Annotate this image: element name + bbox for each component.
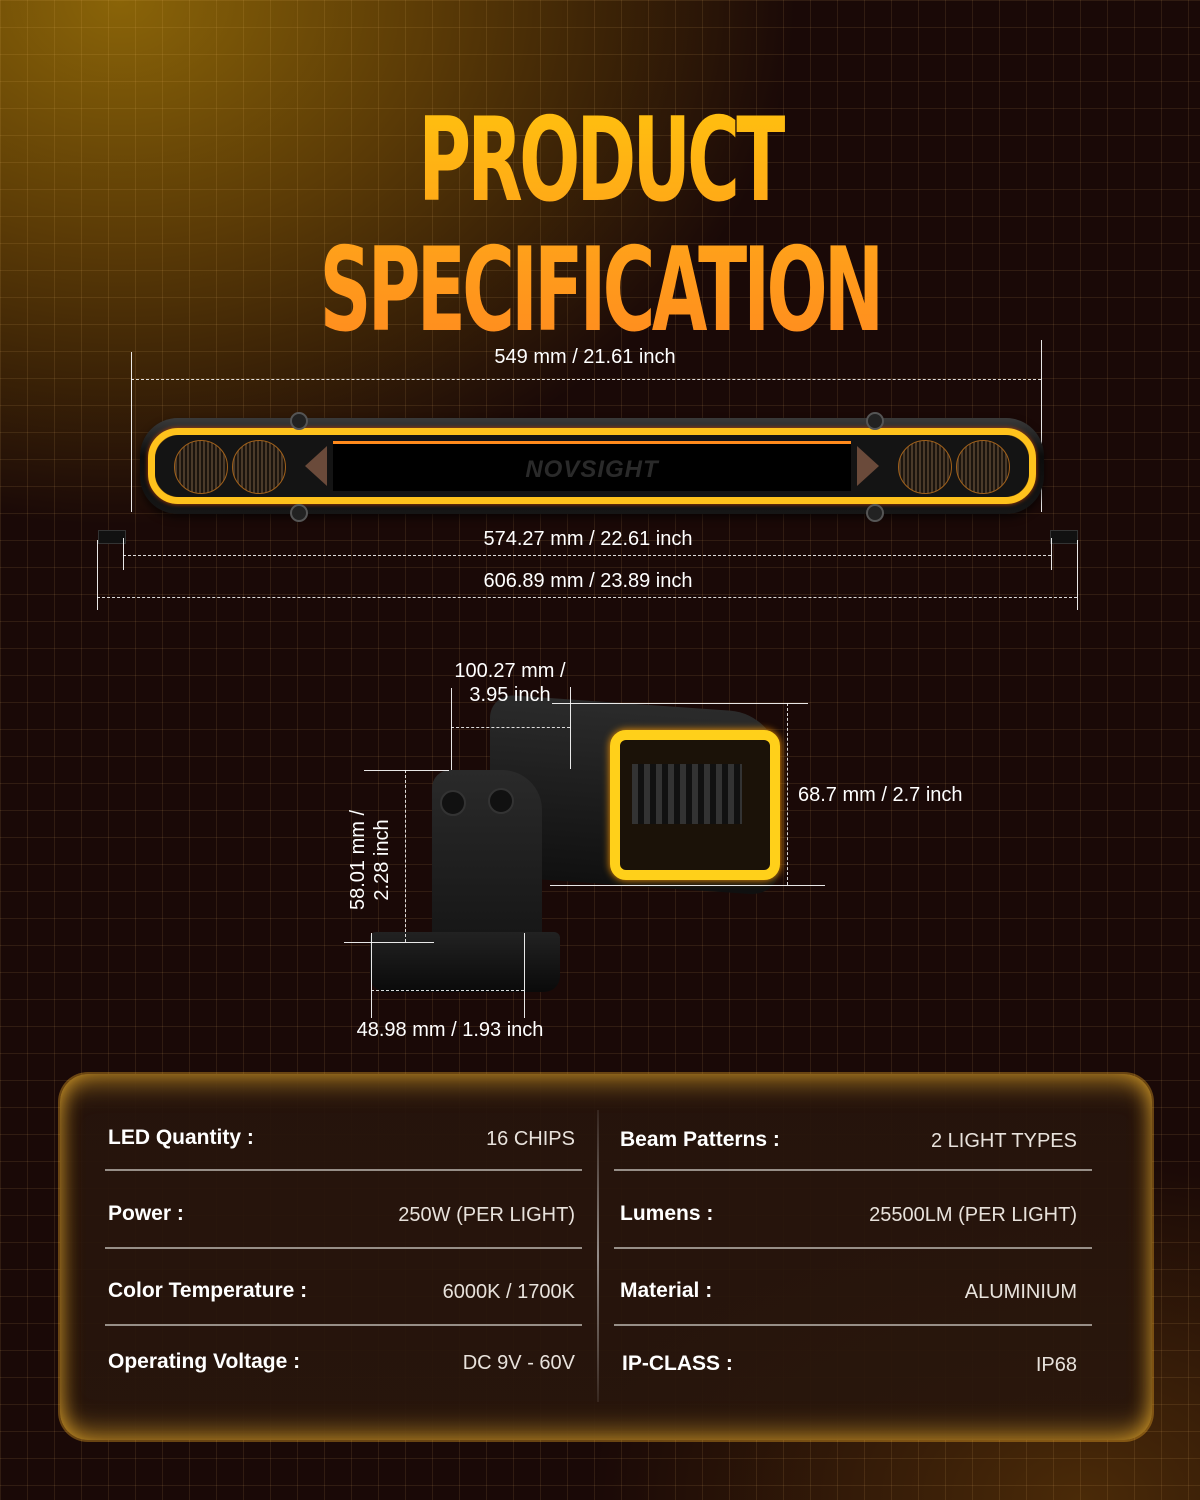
dim-line — [97, 597, 1077, 598]
brand-logo: NOVSIGHT — [525, 456, 659, 483]
dim-face-height: 68.7 mm / 2.7 inch — [798, 784, 963, 806]
dim-depth-line1: 100.27 mm / — [454, 660, 566, 682]
dim-overall-width: 606.89 mm / 23.89 inch — [483, 570, 693, 592]
spec-row: Power : 250W (PER LIGHT) — [108, 1202, 575, 1278]
dim-line — [123, 555, 1051, 556]
dim-line — [405, 770, 406, 942]
dim-line — [451, 727, 570, 728]
dim-guide — [550, 885, 825, 886]
divider — [614, 1169, 1092, 1171]
spec-panel — [60, 1074, 1152, 1440]
dim-base-width: 48.98 mm / 1.93 inch — [356, 1019, 544, 1041]
dim-guide — [451, 688, 452, 770]
dim-bracket-height-line2: 2.28 inch — [371, 819, 393, 901]
dim-bracket-height-line1: 58.01 mm / — [347, 809, 369, 911]
spec-label: Material : — [620, 1279, 713, 1302]
dim-line — [371, 990, 524, 991]
spec-row: Beam Patterns : 2 LIGHT TYPES — [620, 1128, 1077, 1204]
column-divider — [597, 1110, 599, 1402]
dim-mount-width: 574.27 mm / 22.61 inch — [483, 528, 693, 550]
spec-label: Power : — [108, 1202, 184, 1225]
page-title: PRODUCT SPECIFICATION — [228, 96, 972, 356]
divider — [105, 1169, 582, 1171]
dim-line — [787, 703, 788, 885]
dim-guide — [131, 352, 132, 512]
dim-depth-line2: 3.95 inch — [469, 684, 551, 706]
divider — [614, 1247, 1092, 1249]
spec-value: 25500LM (PER LIGHT) — [869, 1204, 1077, 1226]
divider — [614, 1324, 1092, 1326]
spec-label: Color Temperature : — [108, 1279, 308, 1302]
spec-row: Operating Voltage : DC 9V - 60V — [108, 1350, 575, 1426]
spec-value: 6000K / 1700K — [442, 1281, 575, 1303]
divider — [105, 1247, 582, 1249]
spec-label: LED Quantity : — [108, 1126, 254, 1149]
light-bar-image: NOVSIGHT — [140, 412, 1044, 522]
spec-value: IP68 — [1035, 1354, 1077, 1376]
dim-guide — [97, 540, 98, 610]
spec-label: IP-CLASS : — [622, 1352, 733, 1375]
spec-value: 2 LIGHT TYPES — [931, 1130, 1077, 1152]
dim-guide — [552, 703, 808, 704]
spec-value: DC 9V - 60V — [462, 1352, 575, 1374]
dim-body-width: 549 mm / 21.61 inch — [494, 346, 676, 368]
dim-guide — [570, 687, 571, 769]
spec-row: Material : ALUMINIUM — [620, 1279, 1077, 1355]
dim-guide — [1077, 540, 1078, 610]
spec-value: 250W (PER LIGHT) — [398, 1204, 575, 1226]
spec-label: Beam Patterns : — [620, 1128, 780, 1151]
dim-guide — [364, 770, 449, 771]
dim-guide — [123, 538, 124, 570]
spec-row: IP-CLASS : IP68 — [622, 1352, 1077, 1428]
spec-value: 16 CHIPS — [486, 1128, 575, 1150]
spec-row: Lumens : 25500LM (PER LIGHT) — [620, 1202, 1077, 1278]
dim-guide — [524, 933, 525, 1018]
spec-label: Operating Voltage : — [108, 1350, 301, 1373]
spec-row: Color Temperature : 6000K / 1700K — [108, 1279, 575, 1355]
dim-guide — [1041, 340, 1042, 512]
spec-value: ALUMINIUM — [964, 1281, 1077, 1303]
dim-guide — [371, 933, 372, 1018]
divider — [105, 1324, 582, 1326]
dim-guide — [344, 942, 434, 943]
spec-label: Lumens : — [620, 1202, 714, 1225]
spec-row: LED Quantity : 16 CHIPS — [108, 1126, 575, 1202]
dim-bracket-height: 58.01 mm / 2.28 inch — [347, 780, 397, 940]
dim-guide — [1051, 538, 1052, 570]
cube-light-image — [370, 693, 790, 1040]
dim-line — [131, 379, 1041, 380]
